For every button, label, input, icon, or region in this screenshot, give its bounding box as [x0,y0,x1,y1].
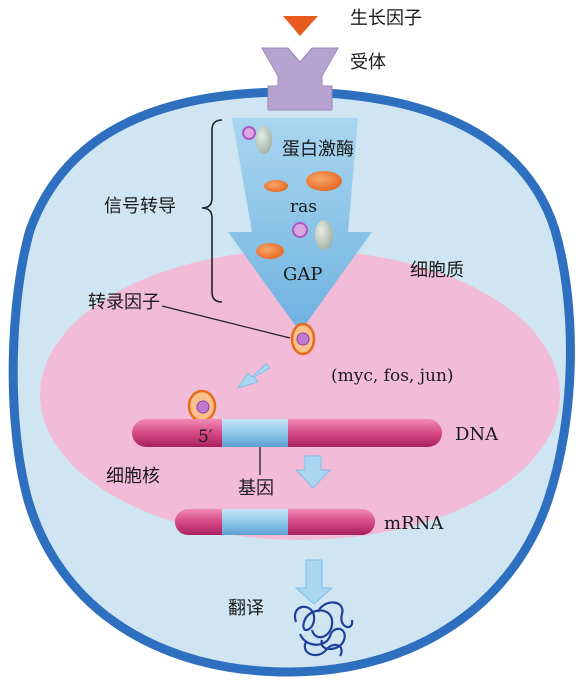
label-gap: GAP [283,264,323,285]
binding-arrow [236,363,271,389]
label-five-prime: 5′ [198,427,213,447]
label-cytoplasm: 细胞质 [410,260,464,281]
label-translation: 翻译 [228,598,264,619]
orange-molecule-2 [306,171,342,191]
label-gene: 基因 [238,478,274,499]
receptor-icon [261,47,339,111]
translation-arrow [294,559,334,605]
signal-brace [201,119,223,303]
label-signal-transduction: 信号转导 [104,196,176,217]
orange-molecule-3 [256,243,284,259]
orange-molecule-1 [264,180,288,192]
grey-molecule-2 [315,220,333,250]
label-transcription-factor: 转录因子 [88,292,160,313]
label-nucleus: 细胞核 [106,466,160,487]
dna-gene-segment [222,419,288,447]
purple-molecule-2 [292,222,308,238]
label-protein-kinase: 蛋白激酶 [282,139,354,160]
label-dna: DNA [455,424,499,445]
bound-transcription-factor-core [196,400,210,414]
label-receptor: 受体 [350,52,386,73]
protein-coil-icon [293,601,354,657]
purple-molecule-1 [242,126,256,140]
transcription-factor-core [296,332,310,346]
transcription-arrow [294,455,332,489]
label-growth-factor: 生长因子 [350,8,422,29]
transcription-factor-pointer [161,305,291,339]
mrna-gene-segment [222,509,288,535]
label-ras: ras [290,197,317,217]
label-tf-examples: (myc, fos, jun) [331,366,454,386]
grey-molecule-1 [256,126,272,154]
growth-factor-icon [283,16,318,36]
label-mrna: mRNA [384,513,444,534]
nucleus [40,250,560,540]
